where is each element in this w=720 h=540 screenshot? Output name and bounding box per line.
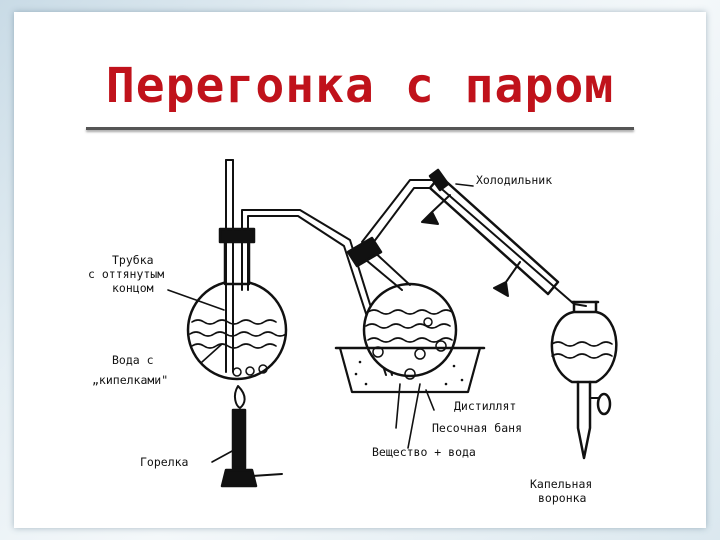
steam-generator-flask [188,229,286,379]
label-funnel-line2: воронка [538,491,586,505]
label-sand-bath: Песочная баня [432,421,522,435]
label-substance-water: Вещество + вода [372,445,476,459]
labels: Холодильник Трубка с оттянутым концом Во… [88,173,592,505]
label-tube-line1: Трубка [112,253,154,267]
label-burner: Горелка [140,455,188,469]
slide-title: Перегонка с паром [0,58,720,114]
dropping-funnel [552,302,616,458]
label-condenser: Холодильник [476,173,552,187]
burner [222,386,282,486]
vapor-tube [362,180,436,247]
label-tube-line3: концом [112,281,154,295]
condenser [422,170,586,306]
steam-distillation-diagram: Холодильник Трубка с оттянутым концом Во… [82,140,638,518]
title-underline [86,127,634,130]
label-tube-line2: с оттянутым [88,267,164,281]
label-water-line2: „кипелками" [92,373,168,387]
label-water-line1: Вода с [112,353,154,367]
label-funnel-line1: Капельная [530,477,592,491]
label-distillate: Дистиллят [454,399,516,413]
